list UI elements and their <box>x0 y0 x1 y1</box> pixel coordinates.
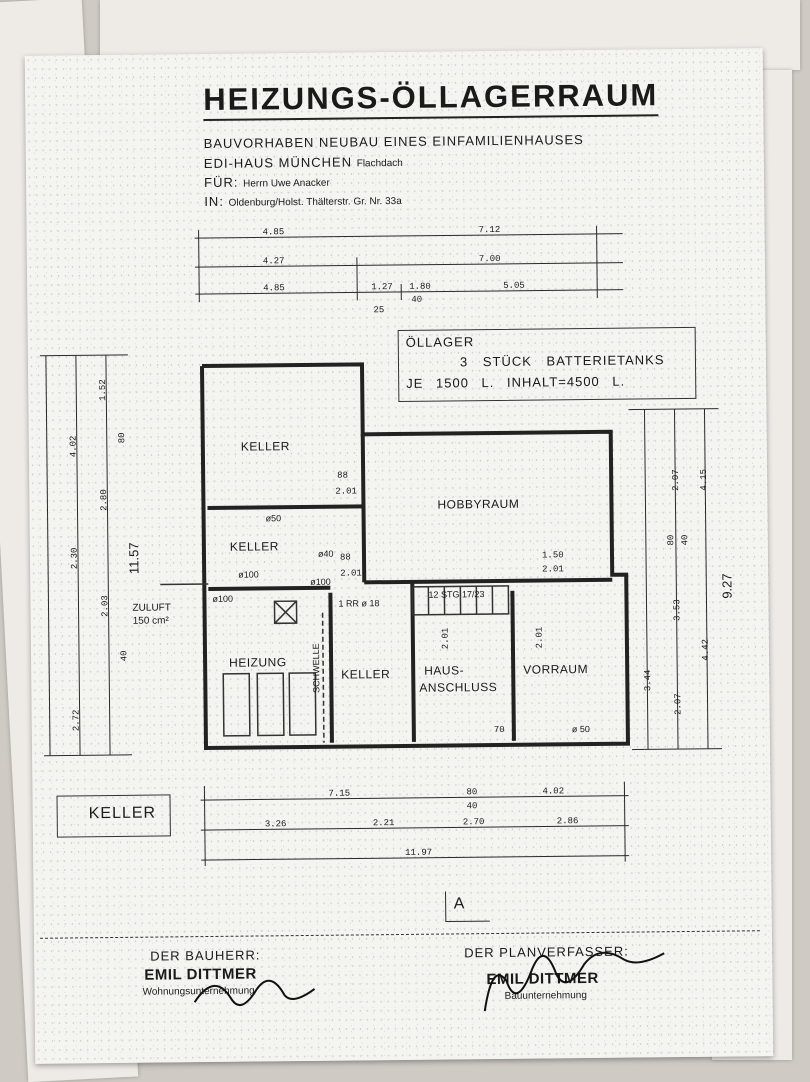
floor-plan-sheet: HEIZUNGS-ÖLLAGERRAUM BAUVORHABEN NEUBAU … <box>25 48 774 1064</box>
handwritten-signatures <box>25 48 774 1064</box>
